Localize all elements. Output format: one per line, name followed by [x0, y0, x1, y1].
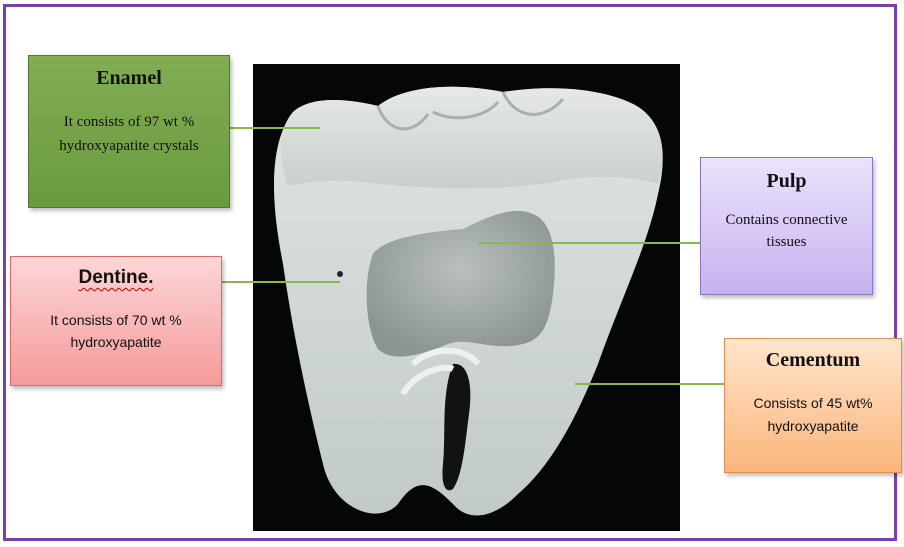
dentine-description: It consists of 70 wt % hydroxyapatite [19, 309, 213, 353]
enamel-description: It consists of 97 wt % hydroxyapatite cr… [43, 110, 215, 158]
enamel-title: Enamel [29, 67, 229, 90]
pulp-title: Pulp [701, 170, 872, 193]
cementum-label-box: Cementum Consists of 45 wt% hydroxyapati… [724, 338, 902, 473]
pulp-label-box: Pulp Contains connective tissues [700, 157, 873, 295]
pulp-description: Contains connective tissues [707, 209, 866, 253]
dentine-title: Dentine. [11, 267, 221, 289]
cementum-description: Consists of 45 wt% hydroxyapatite [729, 392, 897, 438]
cementum-title: Cementum [725, 349, 901, 372]
enamel-label-box: Enamel It consists of 97 wt % hydroxyapa… [28, 55, 230, 208]
dentine-label-box: Dentine. It consists of 70 wt % hydroxya… [10, 256, 222, 386]
